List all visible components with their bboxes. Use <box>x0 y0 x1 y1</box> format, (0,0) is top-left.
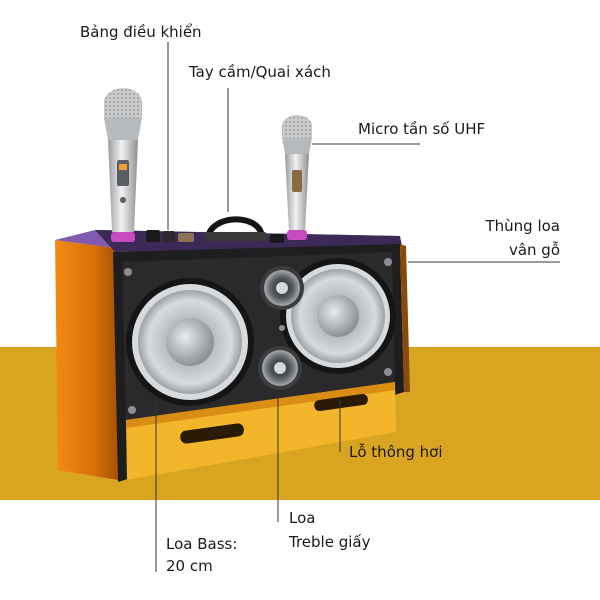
label-handle: Tay cầm/Quai xách <box>189 63 331 81</box>
callout-lines <box>155 42 560 572</box>
microphone-left-icon <box>104 88 142 242</box>
cabinet-side <box>55 240 118 480</box>
bass-woofer-left <box>126 278 254 406</box>
vent-slot-right <box>314 393 368 412</box>
vent-slot-left <box>180 423 244 444</box>
label-treble-line1: Loa <box>289 509 316 527</box>
bass-woofer-right <box>280 258 396 374</box>
label-vent: Lỗ thông hơi <box>349 443 443 461</box>
screw <box>384 258 392 266</box>
label-bass-line1: Loa Bass: <box>166 535 238 553</box>
handle-base <box>205 232 267 241</box>
screw <box>124 268 132 276</box>
label-cabinet-line2: vân gỗ <box>508 241 560 259</box>
control-knob <box>270 234 284 243</box>
screw <box>279 325 285 331</box>
screw <box>128 406 136 414</box>
label-bass-line2: 20 cm <box>166 557 213 575</box>
control-knob <box>178 233 194 242</box>
tweeter-top <box>260 266 304 310</box>
label-uhf-mic: Micro tần số UHF <box>358 120 486 138</box>
vent-strip-edge <box>126 382 395 428</box>
label-treble-line2: Treble giấy <box>289 533 371 551</box>
label-cabinet-line1: Thùng loa <box>485 217 560 235</box>
screw <box>384 368 392 376</box>
microphone-right-icon <box>282 115 312 240</box>
control-knob <box>163 231 175 242</box>
tweeter-bottom <box>258 346 302 390</box>
cabinet-right-edge <box>400 244 410 392</box>
handle <box>205 216 265 239</box>
label-control-panel: Bảng điều khiển <box>80 23 202 41</box>
control-knob <box>146 230 160 242</box>
